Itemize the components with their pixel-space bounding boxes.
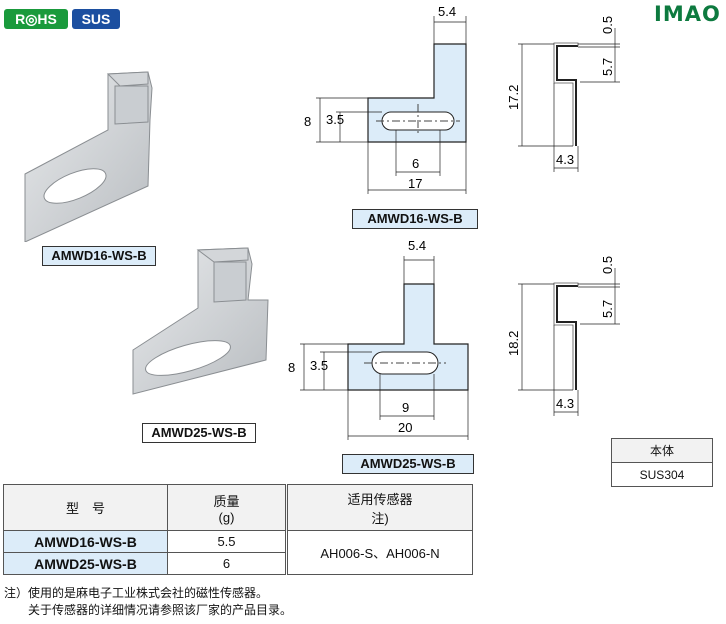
dim-top-width-2: 5.4 — [408, 238, 426, 253]
dim-side-height-1: 17.2 — [506, 85, 521, 110]
drawing-front-2: 5.4 8 3.5 9 20 — [288, 238, 469, 440]
dim-slot-offset-2: 3.5 — [310, 358, 328, 373]
rohs-badge: R◎HS — [4, 9, 68, 29]
col-sensor-header: 适用传感器注) — [285, 484, 473, 531]
col-mass-header: 质量(g) — [167, 484, 287, 531]
col-model-header: 型 号 — [3, 484, 168, 531]
model-label-1: AMWD16-WS-B — [42, 246, 156, 266]
table-row: AMWD16-WS-B 5.5 AH006-S、AH006-N — [3, 530, 473, 575]
row-model-1: AMWD16-WS-B — [3, 530, 168, 553]
dim-side-depth-1: 4.3 — [556, 152, 574, 167]
drawing-front-1: 5.4 8 3.5 6 17 — [304, 4, 467, 194]
footnote-line-2: 关于传感器的详细情况请参照该厂家的产品目录。 — [4, 603, 293, 617]
dim-side-depth-2: 4.3 — [556, 396, 574, 411]
model-label-2: AMWD25-WS-B — [142, 423, 256, 443]
drawing-side-2: 0.5 5.7 18.2 4.3 — [506, 256, 620, 416]
sus-badge: SUS — [72, 9, 120, 29]
dim-total-width-1: 17 — [408, 176, 422, 191]
dim-height-2: 8 — [288, 360, 295, 375]
material-header: 本体 — [611, 438, 713, 463]
dim-slot-len-1: 6 — [412, 156, 419, 171]
dim-top-width-1: 5.4 — [438, 4, 456, 19]
footnote: 注）使用的是麻电子工业株式会社的磁性传感器。 关于传感器的详细情况请参照该厂家的… — [4, 585, 504, 619]
footnote-line-1: 注）使用的是麻电子工业株式会社的磁性传感器。 — [4, 586, 269, 600]
bracket-3d-image-1 — [24, 71, 153, 242]
row-model-2: AMWD25-WS-B — [3, 552, 168, 575]
dim-height-1: 8 — [304, 114, 311, 129]
dim-slot-offset-1: 3.5 — [326, 112, 344, 127]
spec-table: 型 号 质量(g) 适用传感器注) AMWD16-WS-B 5.5 AH006-… — [3, 484, 473, 575]
row-mass-1: 5.5 — [167, 530, 287, 553]
row-sensor: AH006-S、AH006-N — [285, 530, 473, 575]
bracket-3d-image-2 — [132, 247, 269, 395]
dim-side-step-2: 5.7 — [600, 300, 615, 318]
dim-side-top-2: 0.5 — [600, 256, 615, 274]
dim-side-step-1: 5.7 — [600, 58, 615, 76]
imao-logo: IMAO — [654, 2, 721, 26]
material-table: 本体 SUS304 — [611, 438, 713, 487]
row-mass-2: 6 — [167, 552, 287, 575]
dim-side-height-2: 18.2 — [506, 331, 521, 356]
model-label-drawing-1: AMWD16-WS-B — [352, 209, 478, 229]
material-value: SUS304 — [611, 462, 713, 487]
dim-total-width-2: 20 — [398, 420, 412, 435]
table-row: AMWD25-WS-B 6 — [3, 552, 473, 575]
dim-slot-len-2: 9 — [402, 400, 409, 415]
model-label-drawing-2: AMWD25-WS-B — [342, 454, 474, 474]
dim-side-top-1: 0.5 — [600, 16, 615, 34]
drawing-side-1: 0.5 5.7 17.2 4.3 — [506, 16, 620, 172]
